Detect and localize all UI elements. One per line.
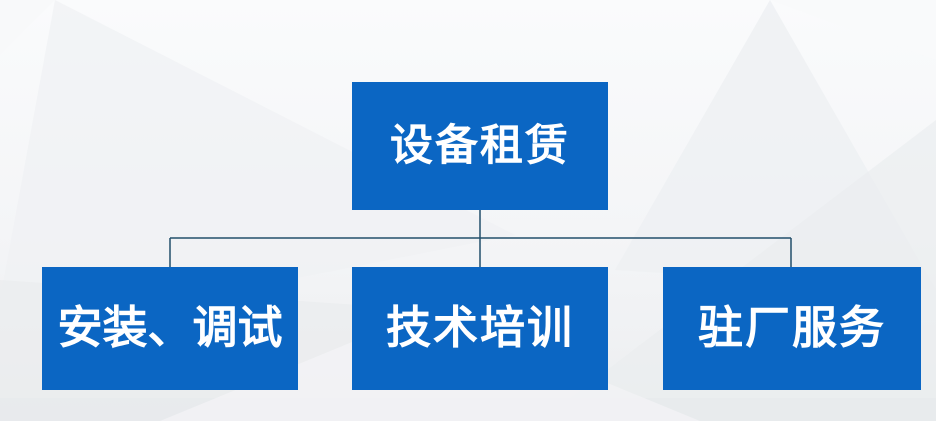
node-label: 安装、调试	[57, 303, 283, 353]
node-technical-training: 技术培训	[352, 267, 608, 390]
node-installation-debugging: 安装、调试	[42, 267, 298, 390]
node-label: 技术培训	[385, 303, 574, 353]
node-onsite-factory-service: 驻厂服务	[663, 267, 921, 390]
node-label: 设备租赁	[390, 122, 570, 170]
node-equipment-rental: 设备租赁	[352, 82, 608, 210]
node-label: 驻厂服务	[697, 303, 886, 353]
